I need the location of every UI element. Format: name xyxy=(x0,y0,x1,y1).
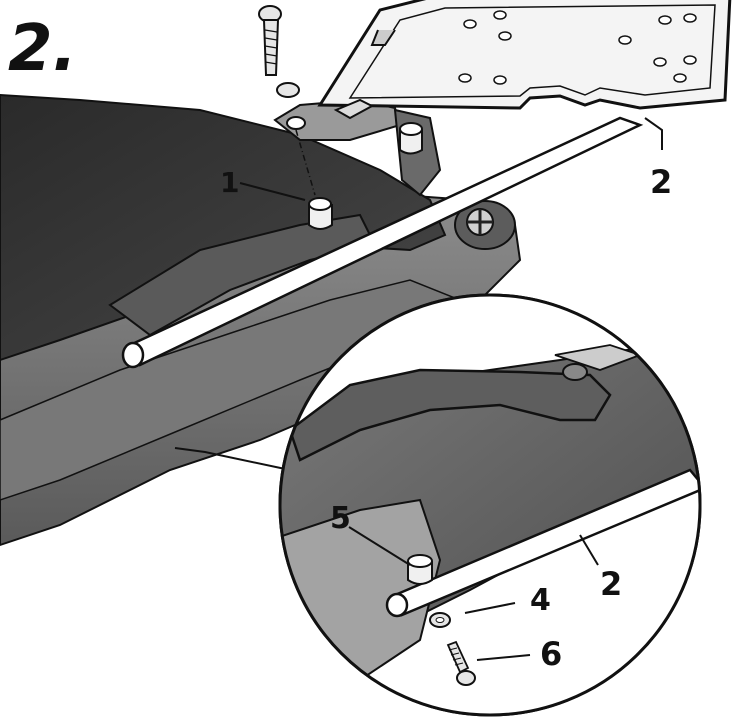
callout-1: 1 xyxy=(220,166,239,199)
spacer-rear xyxy=(399,122,423,155)
axis-line-top xyxy=(295,129,316,196)
mounting-bracket xyxy=(273,98,442,197)
bolt-part-6 xyxy=(446,640,476,686)
callout-2-detail: 2 xyxy=(600,565,622,603)
spacer-part-1 xyxy=(308,197,333,230)
detail-view xyxy=(278,293,702,717)
callout-4: 4 xyxy=(530,583,551,618)
detail-spacer-5 xyxy=(407,554,433,585)
callout-2: 2 xyxy=(650,163,672,201)
detail-grab-rail xyxy=(288,368,612,462)
motorcycle-rear xyxy=(0,93,522,547)
top-bolt xyxy=(258,5,282,76)
callout-5: 5 xyxy=(330,501,351,536)
seat xyxy=(0,93,447,362)
support-bar xyxy=(121,98,644,369)
detail-leader xyxy=(174,447,291,471)
step-number: 2. xyxy=(8,12,77,86)
top-washer xyxy=(276,82,300,98)
callout-6: 6 xyxy=(540,635,562,673)
rack-plate xyxy=(317,0,732,110)
